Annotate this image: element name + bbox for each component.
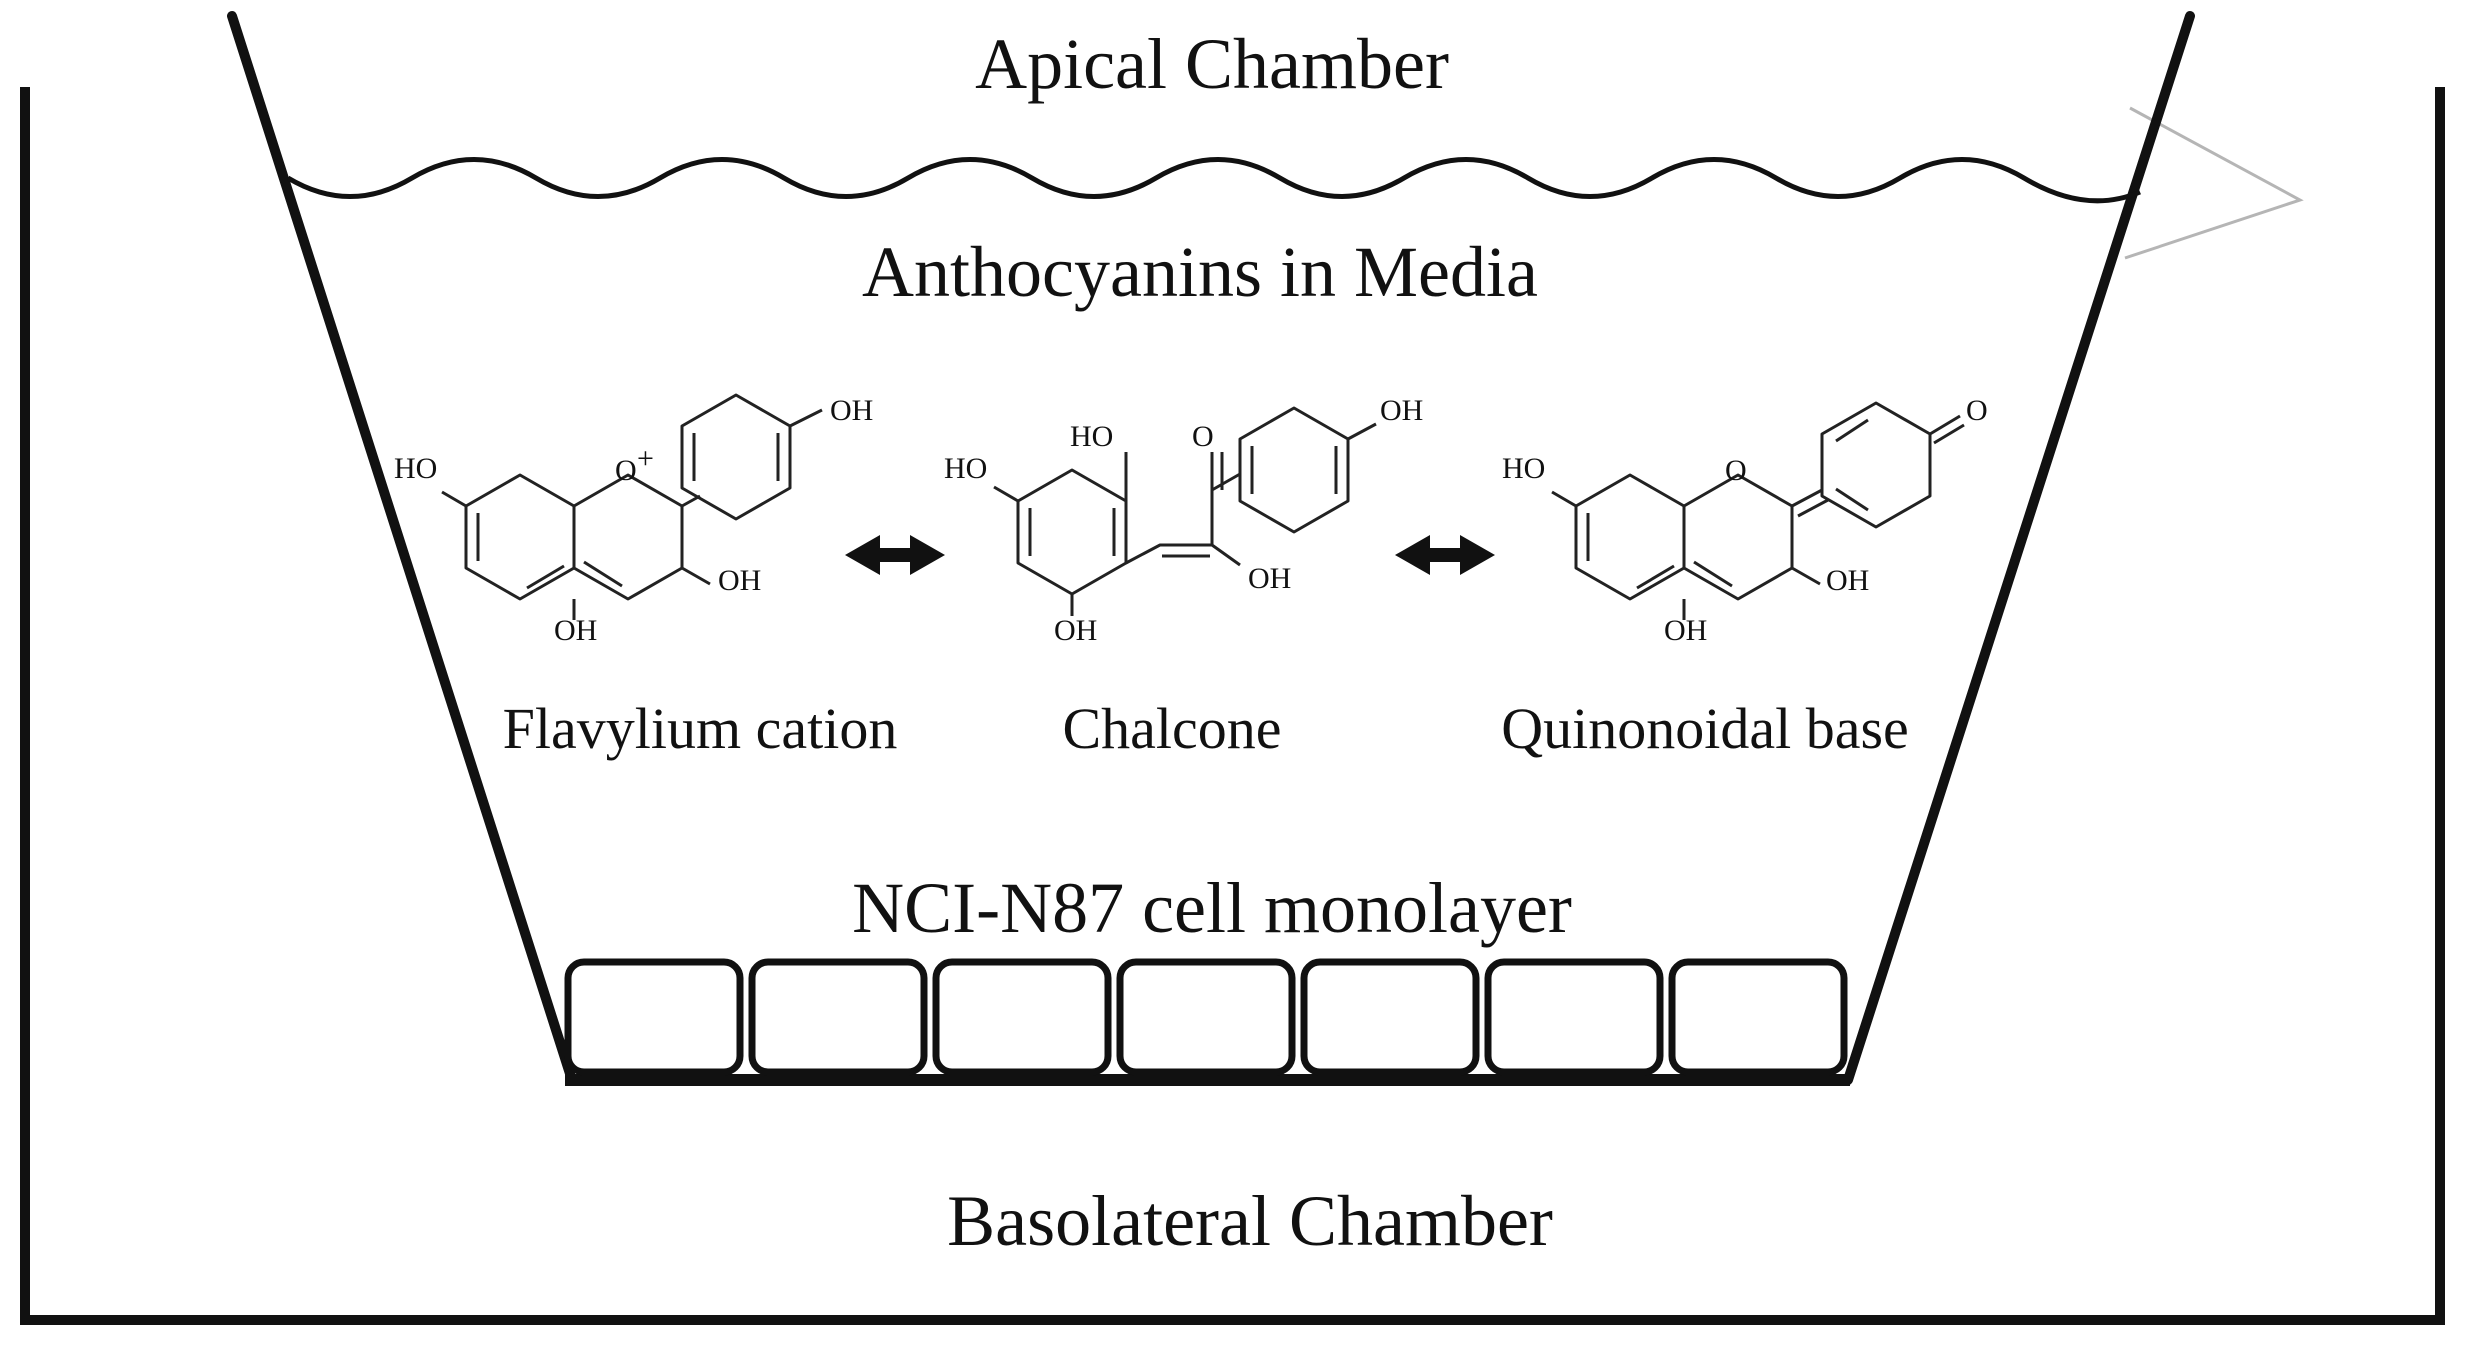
chalcone-structure: [993, 406, 1377, 616]
flavylium-oh-bottom: OH: [554, 614, 597, 647]
flavylium-o-ring: O: [615, 454, 637, 487]
flavylium-charge: +: [637, 442, 654, 475]
quinonoidal-name: Quinonoidal base: [1501, 696, 1909, 761]
chalcone-ho-left: HO: [944, 452, 987, 485]
insert-left-wall: [227, 11, 577, 1085]
chalcone-o-keto: O: [1192, 420, 1214, 453]
flavylium-oh-right: OH: [718, 564, 761, 597]
double-headed-arrow-icon: [1395, 535, 1495, 575]
side-port: [2124, 106, 2304, 260]
flavylium-name: Flavylium cation: [503, 696, 898, 761]
apical-chamber-label: Apical Chamber: [975, 24, 1449, 104]
chalcone-name: Chalcone: [1062, 696, 1281, 761]
basolateral-chamber-label: Basolateral Chamber: [947, 1181, 1553, 1261]
double-headed-arrow-icon: [845, 535, 945, 575]
cell: [1484, 958, 1664, 1076]
monolayer-label: NCI-N87 cell monolayer: [852, 868, 1572, 948]
basolateral-well-wall: [20, 87, 2445, 1325]
chalcone-ho-top: HO: [1070, 420, 1113, 453]
quinonoidal-o-ring: O: [1725, 454, 1747, 487]
quinonoidal-structure: [1551, 401, 1965, 620]
flavylium-oh-top: OH: [830, 394, 873, 427]
quinonoidal-ho-left: HO: [1502, 452, 1545, 485]
quinonoidal-oh-bottom: OH: [1664, 614, 1707, 647]
cell: [1300, 958, 1480, 1076]
media-label: Anthocyanins in Media: [862, 232, 1538, 312]
cell: [1668, 958, 1848, 1076]
flavylium-structure: [441, 393, 823, 620]
chalcone-oh-bottom: OH: [1054, 614, 1097, 647]
media-surface-wave: [286, 157, 2141, 204]
chalcone-oh-top: OH: [1380, 394, 1423, 427]
cell: [932, 958, 1112, 1076]
cell: [1116, 958, 1296, 1076]
chalcone-oh-right: OH: [1248, 562, 1291, 595]
quinonoidal-o-keto: O: [1966, 394, 1988, 427]
cell-monolayer: [564, 958, 1848, 1076]
cell: [564, 958, 744, 1076]
quinonoidal-oh-right: OH: [1826, 564, 1869, 597]
cell: [748, 958, 928, 1076]
flavylium-ho-left: HO: [394, 452, 437, 485]
